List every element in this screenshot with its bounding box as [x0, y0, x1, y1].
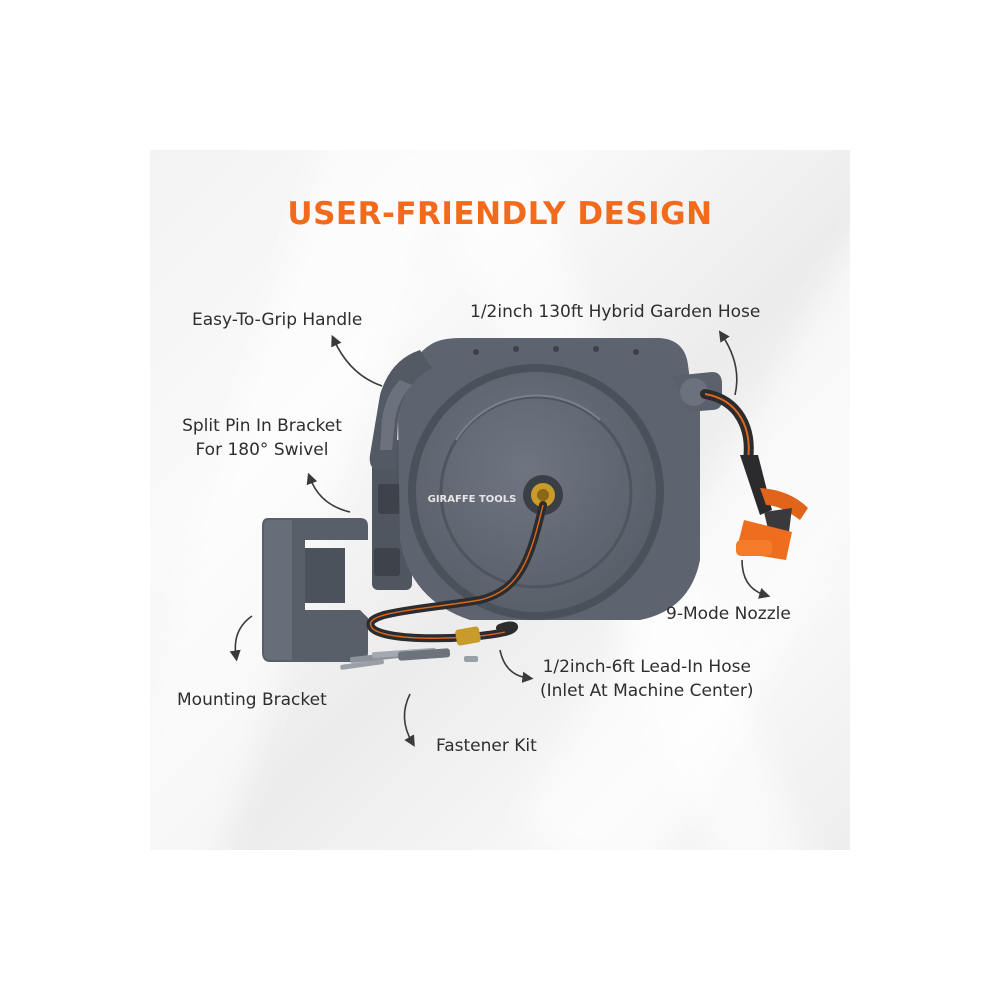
lead-in-hose	[366, 501, 547, 646]
arrow-split-pin	[306, 472, 351, 513]
hose-reel	[369, 338, 722, 620]
label-split-pin-line1: Split Pin In Bracket	[182, 416, 342, 436]
arrow-fastener	[403, 693, 415, 747]
arrow-nozzle	[741, 559, 771, 599]
mounting-bracket	[262, 518, 368, 662]
arrow-handle	[331, 334, 383, 387]
fastener-kit	[340, 647, 478, 670]
page-title: USER-FRIENDLY DESIGN	[287, 196, 713, 232]
label-lead-in: 1/2inch-6ft Lead-In Hose (Inlet At Machi…	[540, 655, 754, 703]
label-fastener-kit: Fastener Kit	[436, 736, 537, 756]
arrow-lead-in	[499, 649, 534, 683]
brand-logo-text: GIRAFFE TOOLS	[428, 494, 517, 505]
arrow-hose	[718, 330, 738, 396]
spray-nozzle	[736, 455, 808, 560]
label-lead-in-line1: 1/2inch-6ft Lead-In Hose	[542, 657, 751, 677]
callout-arrows	[229, 330, 771, 747]
label-nozzle: 9-Mode Nozzle	[666, 604, 791, 624]
label-split-pin: Split Pin In Bracket For 180° Swivel	[172, 414, 352, 462]
label-handle: Easy-To-Grip Handle	[192, 310, 363, 330]
garden-hose	[700, 389, 754, 465]
label-garden-hose: 1/2inch 130ft Hybrid Garden Hose	[470, 302, 761, 322]
arrow-bracket	[229, 615, 253, 662]
label-split-pin-line2: For 180° Swivel	[195, 440, 329, 460]
label-mounting-bracket: Mounting Bracket	[177, 690, 327, 710]
label-lead-in-line2: (Inlet At Machine Center)	[540, 681, 754, 701]
